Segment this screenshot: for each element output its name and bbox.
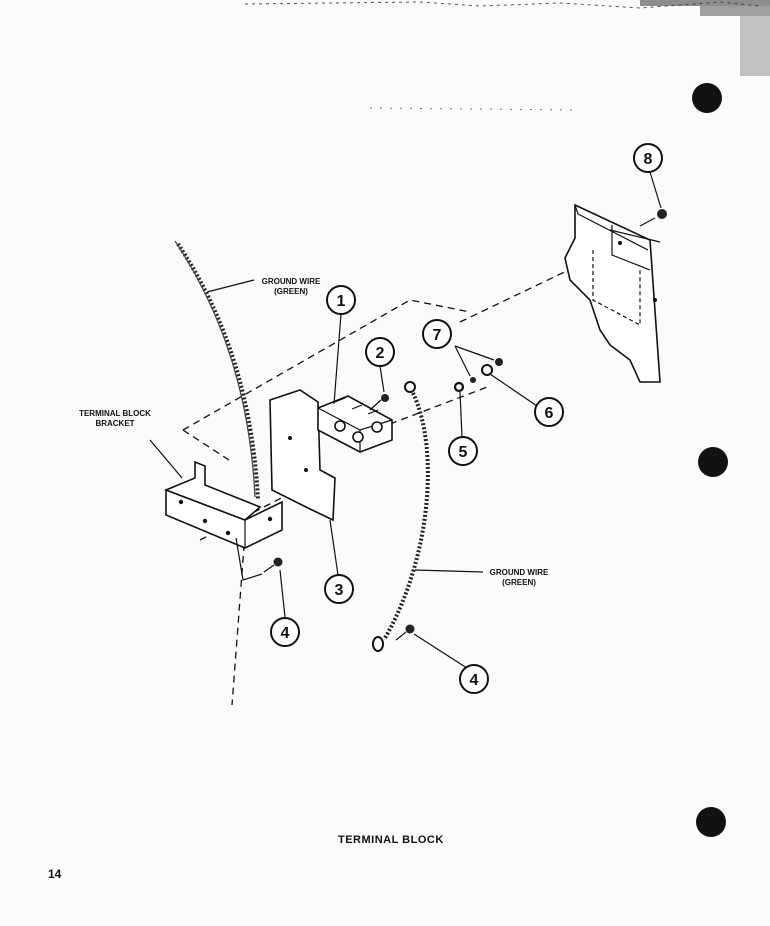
callout-4-right: 4: [459, 664, 489, 694]
flat-washer-6: [481, 364, 493, 376]
svg-text:5: 5: [459, 444, 468, 461]
dashed-guide-screws: [389, 385, 491, 425]
registration-dot-middle: [698, 447, 728, 477]
ground-wire-left-edge: [174, 240, 256, 498]
dashed-guide-to-panel: [459, 254, 601, 323]
callout-3: 3: [324, 574, 354, 604]
callout-5: 5: [448, 436, 478, 466]
svg-text:BRACKET: BRACKET: [95, 419, 134, 428]
lock-washer-5: [453, 381, 465, 393]
svg-text:GROUND WIRE: GROUND WIRE: [262, 277, 321, 286]
dashed-vertical: [231, 519, 247, 706]
mounting-plate-3: [269, 389, 336, 522]
leader-lines: [149, 171, 662, 671]
dashed-outline-left: [182, 429, 233, 463]
svg-text:3: 3: [335, 582, 344, 599]
dashed-outline-top: [182, 299, 471, 431]
svg-text:(GREEN): (GREEN): [274, 287, 308, 296]
callout-2: 2: [365, 337, 395, 367]
callout-7: 7: [422, 319, 452, 349]
svg-text:7: 7: [433, 327, 442, 344]
screw-2: [369, 394, 389, 411]
svg-text:4: 4: [470, 672, 479, 689]
screw-4-left: [263, 557, 283, 573]
callout-1: 1: [326, 285, 356, 315]
registration-dot-bottom: [696, 807, 726, 837]
svg-text:GROUND WIRE: GROUND WIRE: [490, 568, 549, 577]
registration-dot-top: [692, 83, 722, 113]
svg-text:1: 1: [337, 293, 346, 310]
svg-text:TERMINAL BLOCK: TERMINAL BLOCK: [79, 409, 151, 418]
scan-noise-top: [244, 0, 770, 111]
nut-7b: [470, 377, 476, 383]
callout-4-left: 4: [270, 617, 300, 647]
terminal-block-bracket: [163, 460, 283, 581]
ground-wire-right: [372, 381, 430, 652]
label-terminal-block-bracket: TERMINAL BLOCK BRACKET: [79, 409, 151, 428]
svg-text:4: 4: [281, 625, 290, 642]
callout-8: 8: [633, 143, 663, 173]
figure-caption: TERMINAL BLOCK: [338, 834, 444, 846]
svg-text:2: 2: [376, 345, 385, 362]
svg-text:8: 8: [644, 151, 653, 168]
screw-8: [639, 209, 667, 227]
callout-6: 6: [534, 397, 564, 427]
wall-panel: [564, 203, 661, 383]
label-ground-wire-right: GROUND WIRE (GREEN): [490, 568, 549, 587]
screw-4-right: [395, 624, 415, 641]
svg-text:(GREEN): (GREEN): [502, 578, 536, 587]
nut-7: [495, 358, 503, 366]
label-ground-wire-top: GROUND WIRE (GREEN): [262, 277, 321, 296]
page-number: 14: [48, 867, 62, 881]
terminal-block-1: [317, 395, 393, 453]
ground-wire-left: [176, 242, 260, 501]
svg-text:6: 6: [545, 405, 554, 422]
